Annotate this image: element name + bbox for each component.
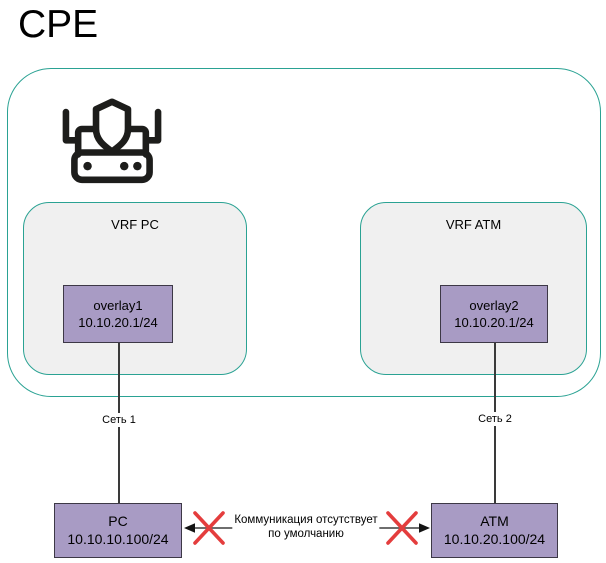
- atm-host-name: ATM: [480, 513, 509, 529]
- atm-host-ip: 10.10.20.100/24: [443, 530, 546, 547]
- no-communication-line1: Коммуникация отсутствует: [234, 514, 378, 526]
- left-arrowhead-icon: [184, 523, 195, 533]
- left-blocked-cross-icon: [193, 511, 225, 545]
- blocked-communication-arrow: [184, 511, 430, 545]
- overlay2-name: overlay2: [469, 298, 519, 313]
- overlay1-ip: 10.10.20.1/24: [78, 315, 158, 330]
- right-antenna: [145, 108, 162, 144]
- vrf-pc-label: VRF PC: [111, 217, 159, 232]
- shield: [92, 98, 132, 155]
- left-antenna: [62, 108, 79, 144]
- diagram-title: CPE: [18, 3, 99, 46]
- firewall-router-icon: [62, 98, 162, 184]
- no-communication-label: Коммуникация отсутствует по умолчанию: [232, 513, 380, 541]
- link-net2-label: Сеть 2: [475, 412, 515, 426]
- pc-host-name: PC: [108, 513, 128, 529]
- body-top-right: [124, 125, 150, 158]
- body-top-left: [74, 125, 100, 158]
- overlay2-ip: 10.10.20.1/24: [454, 315, 534, 330]
- pc-host-node: PC 10.10.10.100/24: [54, 503, 182, 558]
- pc-host-ip: 10.10.10.100/24: [67, 530, 169, 547]
- atm-host-node: ATM 10.10.20.100/24: [431, 503, 558, 558]
- vrf-atm-label: VRF ATM: [445, 217, 502, 232]
- body-leds: [83, 161, 142, 171]
- right-arrowhead-icon: [419, 523, 430, 533]
- right-blocked-cross-icon: [386, 511, 418, 545]
- overlay2-node: overlay2 10.10.20.1/24: [440, 285, 548, 343]
- overlay1-node: overlay1 10.10.20.1/24: [63, 285, 173, 343]
- link-net1-label: Сеть 1: [99, 413, 139, 427]
- overlay1-name: overlay1: [93, 298, 143, 313]
- no-communication-line2: по умолчанию: [268, 528, 344, 540]
